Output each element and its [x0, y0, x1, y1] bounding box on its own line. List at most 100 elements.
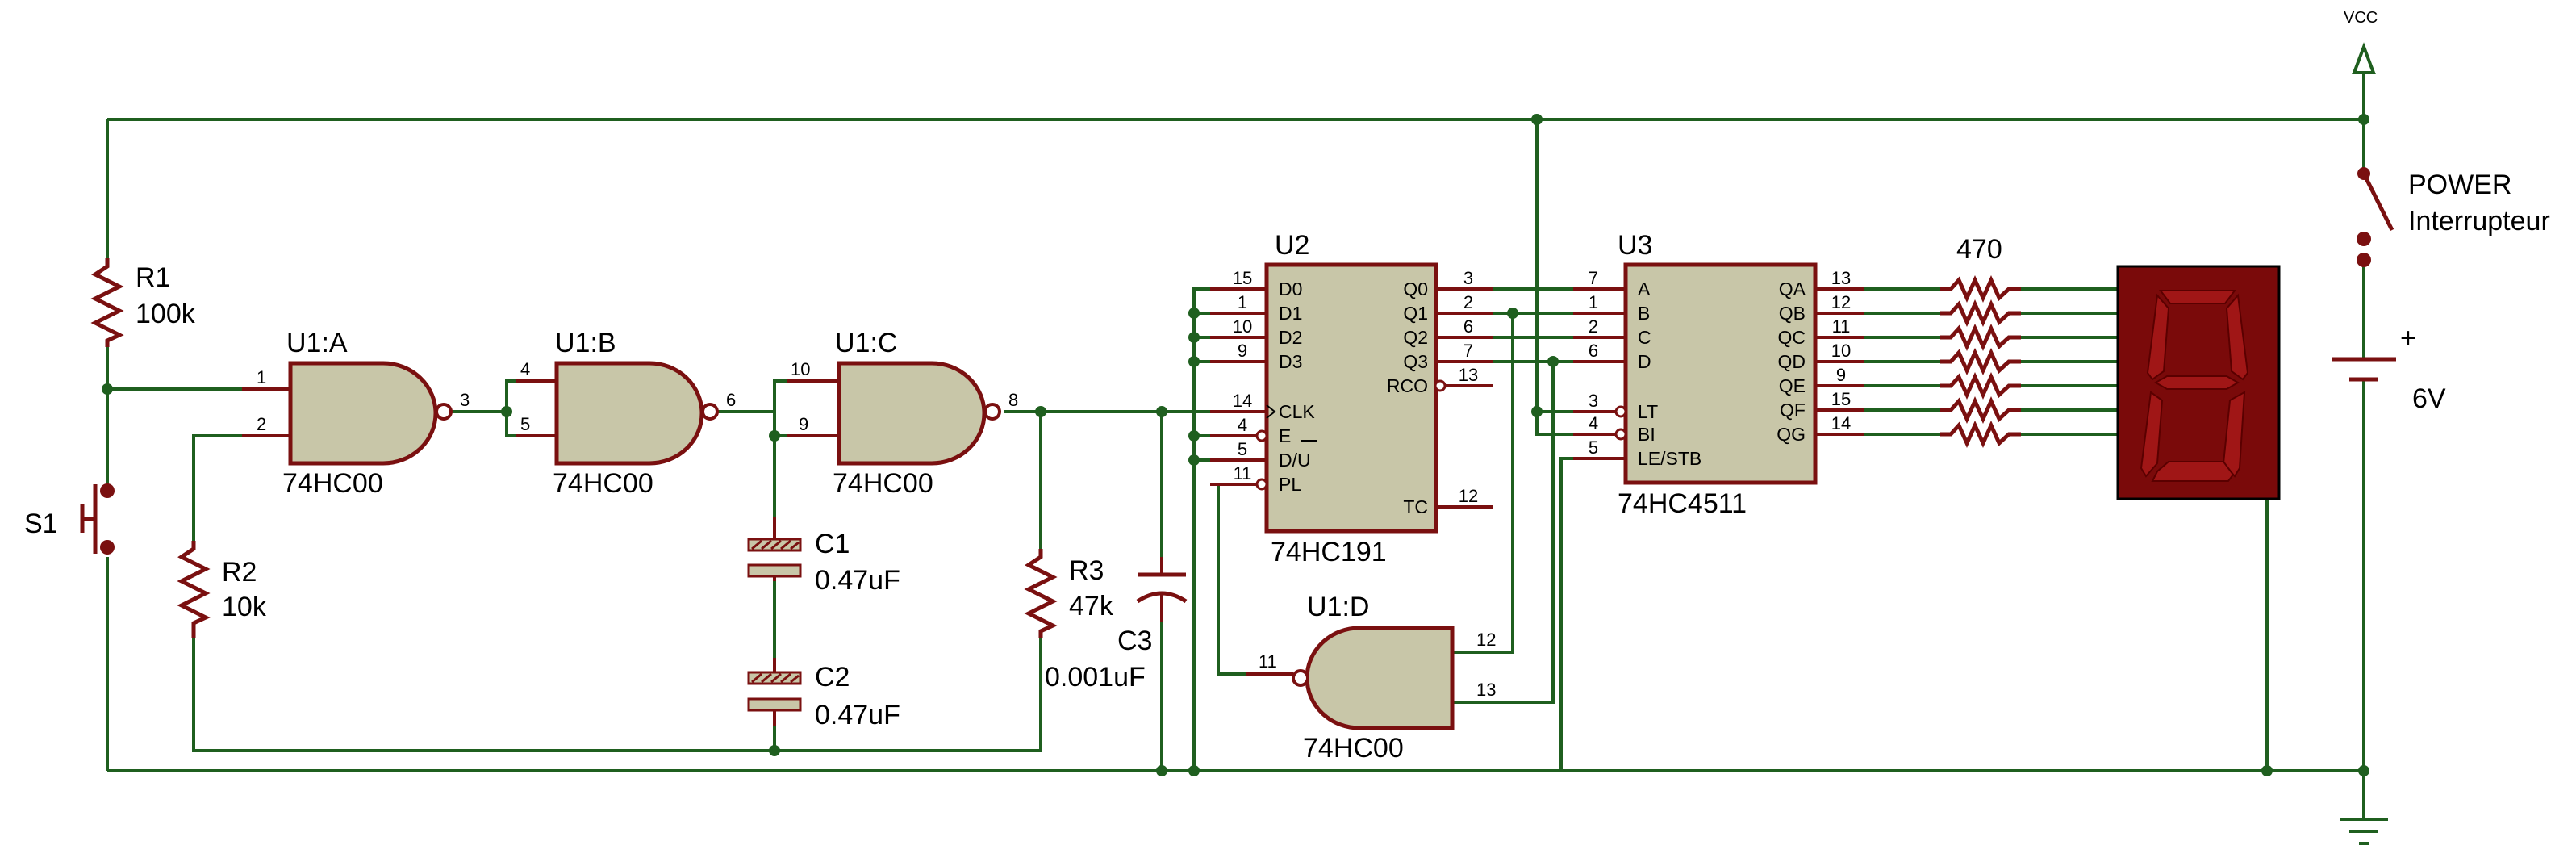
- vcc-label: VCC: [2344, 9, 2378, 27]
- r1-value: 100k: [136, 299, 196, 329]
- capacitor-c3: C3 0.001uF: [1045, 557, 1188, 693]
- u2-pin-num: 14: [1233, 391, 1252, 411]
- u3-pin-label: LE/STB: [1638, 448, 1701, 469]
- s1-name: S1: [24, 509, 58, 539]
- u3-pin-label: QB: [1779, 303, 1806, 324]
- u1b-name: U1:B: [555, 328, 616, 358]
- u3-pin-label: QE: [1779, 375, 1806, 396]
- u3-pin-num: 3: [1589, 391, 1598, 411]
- nand-gate-u1a: 1 2 3 U1:A 74HC00: [242, 328, 470, 499]
- battery-6v: + 6V: [2332, 323, 2446, 414]
- rbank-value: 470: [1956, 234, 2002, 265]
- u3-pin-num: 9: [1836, 365, 1846, 385]
- u1a-name: U1:A: [286, 328, 348, 358]
- resistor-470: [1940, 299, 2021, 328]
- u2-pin-label: TC: [1403, 496, 1428, 517]
- u1c-part: 74HC00: [833, 468, 933, 499]
- power-switch: POWER Interrupteur: [2357, 167, 2550, 267]
- c3-value: 0.001uF: [1045, 662, 1146, 693]
- u2-pin-label: D1: [1279, 303, 1302, 324]
- u2-pin-label: Q1: [1403, 303, 1428, 324]
- resistor-470: [1940, 420, 2021, 449]
- u3-pin-num: 4: [1589, 413, 1598, 433]
- u1c-pin-out: 8: [1008, 390, 1018, 410]
- u2-pin-label: D2: [1279, 327, 1302, 348]
- u1d-pin-in2: 13: [1476, 680, 1496, 700]
- r2-value: 10k: [222, 592, 267, 622]
- junctions: [102, 114, 2369, 776]
- capacitor-c1: C1 0.47uF: [747, 517, 900, 596]
- u1b-part: 74HC00: [553, 468, 653, 499]
- u1a-pin-in1: 1: [257, 367, 266, 387]
- u1b-pin-in1: 4: [520, 359, 530, 379]
- u2-pin-bubble: [1255, 478, 1268, 491]
- u2-pin-label: CLK: [1279, 401, 1315, 422]
- resistor-r1: R1 100k: [90, 258, 196, 347]
- nand-gate-u1d: 11 12 13 U1:D 74HC00: [1246, 592, 1496, 764]
- ground-symbol: [2340, 818, 2388, 845]
- r3-name: R3: [1069, 555, 1104, 586]
- u1d-part: 74HC00: [1303, 733, 1404, 764]
- u2-pin-num: 13: [1459, 365, 1478, 385]
- r1-name: R1: [136, 262, 170, 293]
- ic-u2-74hc191: U2 74HC191 15D01D110D29D314CLK4E5D/U11PL…: [1210, 230, 1493, 567]
- u3-pin-num: 5: [1589, 437, 1598, 458]
- u3-pin-label: QD: [1778, 351, 1806, 372]
- vcc-terminal: VCC: [2344, 9, 2378, 74]
- u2-pin-bubble: [1255, 429, 1268, 442]
- u2-pin-num: 7: [1463, 341, 1473, 361]
- battery-voltage: 6V: [2412, 383, 2446, 414]
- resistor-470: [1940, 371, 2021, 400]
- u1d-pin-out: 11: [1259, 651, 1277, 672]
- u3-pin-num: 11: [1832, 316, 1851, 337]
- display-segments: [2140, 290, 2249, 482]
- u3-pin-num: 12: [1831, 292, 1851, 312]
- r3-value: 47k: [1069, 591, 1114, 622]
- u3-pin-label: B: [1638, 303, 1650, 324]
- u3-pin-label: A: [1638, 278, 1651, 299]
- battery-plus: +: [2400, 323, 2416, 354]
- u3-pin-num: 2: [1589, 316, 1598, 337]
- u2-pin-num: 1: [1238, 292, 1247, 312]
- resistor-r2: R2 10k: [177, 541, 267, 638]
- u2-pin-num: 3: [1463, 268, 1473, 288]
- c1-value: 0.47uF: [815, 565, 900, 596]
- u3-pin-bubble: [1614, 405, 1627, 418]
- u2-name: U2: [1275, 230, 1309, 261]
- nand-gate-u1b: 4 5 6 U1:B 74HC00: [516, 328, 736, 499]
- u1a-pin-out: 3: [460, 390, 470, 410]
- nand-gate-u1c: 10 9 8 U1:C 74HC00: [787, 328, 1018, 499]
- u2-part: 74HC191: [1271, 537, 1387, 567]
- u3-pin-num: 1: [1589, 292, 1598, 312]
- u3-pin-label: QA: [1779, 278, 1806, 299]
- u2-pin-label: Q2: [1403, 327, 1428, 348]
- u2-pin-label: D0: [1279, 278, 1302, 299]
- u2-pin-label: E: [1279, 425, 1291, 446]
- u2-pin-bubble: [1434, 379, 1447, 392]
- u3-pin-num: 6: [1589, 341, 1598, 361]
- resistor-470: [1940, 396, 2021, 425]
- c3-name: C3: [1117, 626, 1152, 656]
- u2-pin-num: 15: [1233, 268, 1252, 288]
- u2-pin-num: 10: [1233, 316, 1252, 337]
- u1d-pin-in1: 12: [1476, 630, 1496, 650]
- u2-pin-label: PL: [1279, 474, 1301, 495]
- u2-pin-num: 11: [1234, 463, 1252, 483]
- power-switch-desc: Interrupteur: [2408, 206, 2550, 236]
- u1b-pin-in2: 5: [520, 414, 530, 434]
- u1c-name: U1:C: [835, 328, 897, 358]
- u3-pin-bubble: [1614, 428, 1627, 441]
- power-switch-name: POWER: [2408, 170, 2511, 200]
- u3-pin-num: 7: [1589, 268, 1598, 288]
- resistor-470: [1940, 274, 2021, 303]
- resistor-470: [1940, 323, 2021, 352]
- u3-pin-num: 14: [1831, 413, 1851, 433]
- resistor-r3: R3 47k: [1024, 549, 1114, 638]
- switch-s1: S1: [24, 483, 115, 555]
- u3-part: 74HC4511: [1618, 488, 1747, 519]
